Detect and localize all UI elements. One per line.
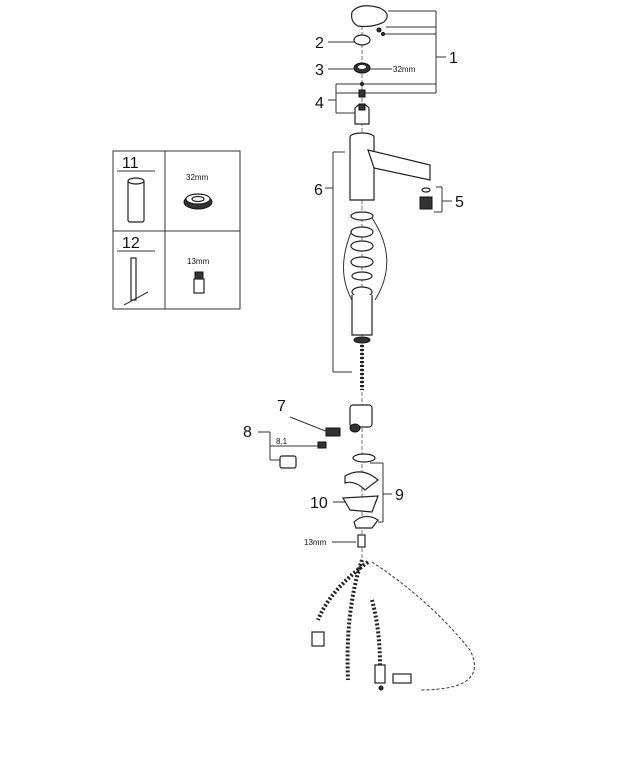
nut-size-label: 32mm [393,65,416,74]
callout-5: 5 [455,194,464,211]
tool-12-number: 12 [122,235,140,252]
callout-6: 6 [314,182,323,199]
valve-size-label: 13mm [304,538,327,547]
faucet-body-part [349,132,431,201]
spray-head-part [351,286,373,344]
tool-11-size: 32mm [186,173,209,182]
check-valve-part [325,427,341,437]
o-ring-set [350,211,374,281]
callout-2: 2 [315,35,324,52]
aerator-part [419,187,433,210]
callout-10: 10 [310,495,328,512]
tool-12-size: 13mm [187,257,210,266]
cartridge-part [354,103,370,125]
lever-handle-part [351,5,388,36]
cap-part [279,455,297,469]
callout-8: 8 [243,424,252,441]
callout-9: 9 [395,487,404,504]
tool-11-sleeve-icon [127,177,145,223]
tool-12-key-icon [123,257,149,306]
nut-32mm-icon [183,193,213,210]
callout-3: 3 [315,62,324,79]
washer-part [344,471,379,491]
tool-11-number: 11 [122,155,139,172]
valve-13mm-icon [193,271,205,294]
supply-hoses [311,559,475,691]
diverter-body-part [349,404,373,433]
callout-7: 7 [277,398,286,415]
callout-8-1: 8.1 [276,437,288,446]
fixing-plate-part [341,495,379,513]
callout-4: 4 [315,95,324,112]
callout-1-bracket [336,10,446,94]
tool-inset-box: 11 32mm 12 13mm [112,150,241,310]
callout-1: 1 [449,50,458,67]
cover-cap-part [353,34,371,46]
